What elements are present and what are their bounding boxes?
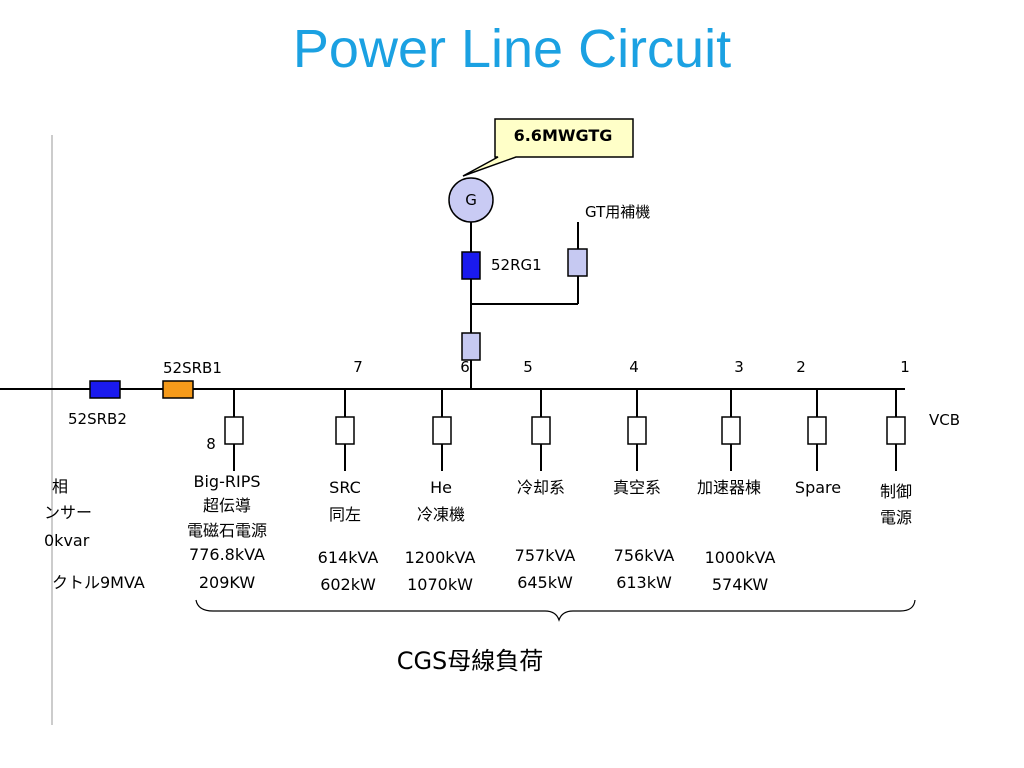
- feeder-breaker-3: [432, 416, 452, 445]
- feeder-group: [224, 389, 906, 471]
- load-8-name-line-2: 電源: [880, 508, 912, 527]
- feeder-breaker-8: [886, 416, 906, 445]
- load-4-name-line-1: 冷却系: [517, 478, 565, 497]
- left-cut-text-4: クトル9MVA: [52, 573, 145, 592]
- generator-label: G: [465, 191, 477, 209]
- load-1-name-line-3: 電磁石電源: [187, 521, 267, 540]
- left-cut-text-3: 0kvar: [44, 531, 90, 550]
- slide-title: Power Line Circuit: [292, 19, 732, 79]
- load-4-kva: 757kVA: [515, 546, 576, 565]
- gt-aux-label: GT用補機: [585, 203, 650, 221]
- breaker-52rg1: [461, 251, 481, 280]
- feeder-number-3: 3: [734, 358, 744, 376]
- load-2-kva: 614kVA: [318, 548, 379, 567]
- breaker-52srb1-label: 52SRB1: [163, 359, 222, 377]
- load-8-name-line-1: 制御: [880, 482, 912, 501]
- load-3-kva: 1200kVA: [405, 548, 476, 567]
- load-3-name-line-2: 冷凍機: [417, 505, 465, 524]
- generator-lower-breaker: [461, 332, 481, 361]
- load-3-kw: 1070kW: [407, 575, 473, 594]
- load-1-kw: 209KW: [199, 573, 255, 592]
- load-5-kva: 756kVA: [614, 546, 675, 565]
- gt-aux-breaker: [567, 248, 588, 277]
- generator-callout-text: 6.6MWGTG: [514, 126, 613, 145]
- feeder-breaker-4: [531, 416, 551, 445]
- generator-callout-shape: [462, 118, 634, 177]
- feeder-number-8: 8: [206, 435, 216, 453]
- load-1-name-line-2: 超伝導: [203, 496, 251, 515]
- load-2-name-line-1: SRC: [329, 478, 361, 497]
- load-7-name-line-1: Spare: [795, 478, 841, 497]
- breaker-52srb2: [89, 380, 121, 399]
- load-1-name-line-1: Big-RIPS: [194, 472, 261, 491]
- vcb-label: VCB: [929, 411, 960, 429]
- feeder-number-1: 1: [900, 358, 910, 376]
- feeder-breaker-2: [335, 416, 355, 445]
- load-1-kva: 776.8kVA: [189, 545, 265, 564]
- feeder-breaker-7: [807, 416, 827, 445]
- feeder-breaker-1: [224, 416, 244, 445]
- left-cut-text-1: 相: [52, 477, 68, 496]
- load-2-name-line-2: 同左: [329, 505, 361, 524]
- feeder-number-5: 5: [523, 358, 533, 376]
- load-6-name-line-1: 加速器棟: [697, 478, 761, 497]
- breaker-52rg1-label: 52RG1: [491, 256, 542, 274]
- generator-icon: [448, 177, 494, 223]
- feeder-breaker-5: [627, 416, 647, 445]
- feeder-number-6: 6: [460, 358, 470, 376]
- load-6-kva: 1000kVA: [705, 548, 776, 567]
- feeder-number-7: 7: [353, 358, 363, 376]
- load-5-kw: 613kW: [616, 573, 672, 592]
- load-2-kw: 602kW: [320, 575, 376, 594]
- feeder-number-4: 4: [629, 358, 639, 376]
- breaker-52srb2-label: 52SRB2: [68, 410, 127, 428]
- load-4-kw: 645kW: [517, 573, 573, 592]
- load-5-name-line-1: 真空系: [613, 478, 661, 497]
- feeder-breaker-6: [721, 416, 741, 445]
- cgs-bus-load-label: CGS母線負荷: [397, 647, 544, 675]
- left-cut-text-2: ンサー: [44, 503, 92, 522]
- load-6-kw: 574KW: [712, 575, 768, 594]
- cgs-brace: [195, 599, 916, 622]
- breaker-52srb1: [162, 380, 194, 399]
- feeder-number-2: 2: [796, 358, 806, 376]
- load-3-name-line-1: He: [430, 478, 452, 497]
